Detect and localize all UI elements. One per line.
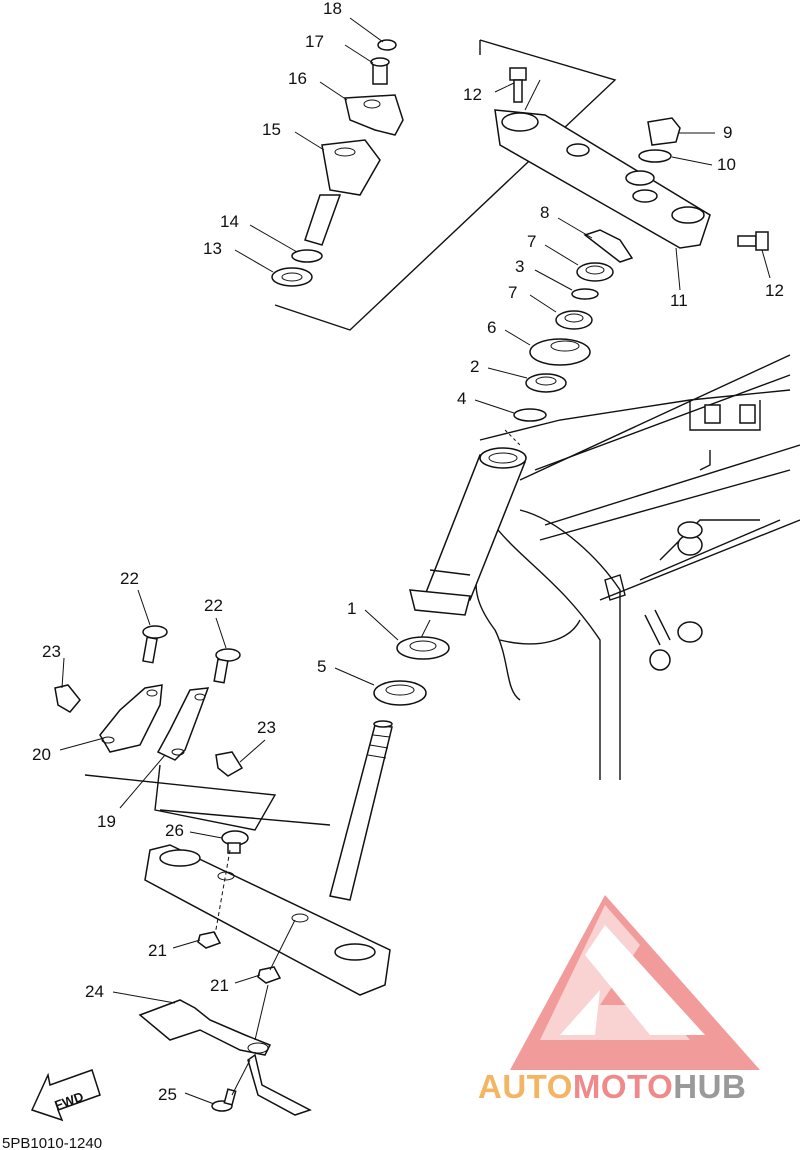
bracket-box-lines (84, 764, 331, 831)
part-8-lock-washer (583, 229, 634, 263)
callout-23-left: 23 (42, 642, 61, 661)
callout-1: 1 (347, 599, 356, 618)
callout-13: 13 (203, 239, 222, 258)
part-7-ring-nut-b (555, 310, 593, 330)
callout-10: 10 (717, 155, 736, 174)
part-3-washer (571, 288, 599, 300)
part-12-bolt-upper (509, 67, 527, 103)
part-12-bolt-side (737, 231, 769, 251)
part-5-seal (373, 680, 427, 706)
part-22-bolt-left (142, 625, 168, 664)
part-17-bolt (370, 57, 390, 85)
callout-5: 5 (317, 657, 326, 676)
callout-21-right: 21 (210, 976, 229, 995)
watermark-text: AUTOMOTOHUB (478, 1068, 746, 1105)
part-18-bolt (377, 39, 397, 51)
callout-22-right: 22 (204, 596, 223, 615)
watermark-auto: AUTO (478, 1068, 573, 1105)
callout-26: 26 (165, 821, 184, 840)
part-15-lower-holder (304, 139, 381, 246)
part-14-washer (291, 249, 323, 263)
part-10-washer (638, 149, 672, 163)
part-19-bracket (156, 687, 210, 761)
part-23-clip-right (215, 751, 244, 777)
automotohub-logo (510, 895, 760, 1070)
part-23-clip-left (54, 684, 81, 713)
part-13-damper (271, 267, 313, 287)
callout-8: 8 (540, 203, 549, 222)
part-24-guide (138, 999, 312, 1116)
callout-12-side: 12 (765, 281, 784, 300)
part-4-race (513, 408, 547, 422)
bracket-guide-lines (214, 849, 296, 1096)
callout-11: 11 (670, 291, 688, 310)
callout-21-left: 21 (148, 941, 167, 960)
callout-14: 14 (220, 212, 239, 231)
part-6-cover (529, 338, 591, 366)
callout-17: 17 (305, 32, 324, 51)
part-9-cap-nut (647, 117, 681, 146)
callout-25: 25 (158, 1085, 177, 1104)
part-25-bolt (211, 1088, 237, 1112)
lower-bracket (144, 844, 391, 996)
callout-16: 16 (288, 69, 307, 88)
callout-24: 24 (85, 982, 104, 1001)
callout-4: 4 (457, 389, 466, 408)
leader-lines (59, 17, 771, 1105)
part-7-ring-nut-a (576, 262, 614, 282)
callout-12-upper: 12 (463, 85, 482, 104)
part-16-upper-holder (344, 94, 404, 136)
handlebar-holder-box (274, 39, 617, 331)
part-21-nut-left (197, 931, 222, 949)
callout-6: 6 (487, 318, 496, 337)
callout-15: 15 (262, 120, 281, 139)
callout-18: 18 (323, 0, 342, 18)
callout-7-lower: 7 (508, 283, 517, 302)
callout-labels: 18 17 16 15 14 13 12 9 10 8 7 3 12 7 11 … (2, 0, 784, 1150)
callout-23-right: 23 (257, 718, 276, 737)
part-21-nut-right (257, 966, 282, 984)
callout-19: 19 (97, 812, 116, 831)
callout-22-left: 22 (120, 569, 139, 588)
callout-2: 2 (470, 357, 479, 376)
watermark-hub: HUB (673, 1068, 746, 1105)
callout-9: 9 (723, 123, 732, 142)
part-1-bearing (396, 636, 450, 660)
part-11-upper-bracket (494, 109, 711, 249)
head-pipe (409, 447, 527, 616)
part-20-bracket (99, 684, 163, 753)
forward-arrow-icon: FWD (30, 1069, 101, 1122)
diagram-code: 5PB1010-1240 (2, 1135, 102, 1150)
callout-3: 3 (515, 257, 524, 276)
part-2-bearing (525, 373, 567, 393)
part-26-plug (221, 830, 249, 854)
steering-stem (329, 720, 393, 901)
part-22-bolt-right (213, 648, 241, 684)
watermark-moto: MOTO (573, 1068, 673, 1105)
callout-20: 20 (32, 745, 51, 764)
callout-7-upper: 7 (527, 232, 536, 251)
motorcycle-frame (475, 354, 800, 780)
